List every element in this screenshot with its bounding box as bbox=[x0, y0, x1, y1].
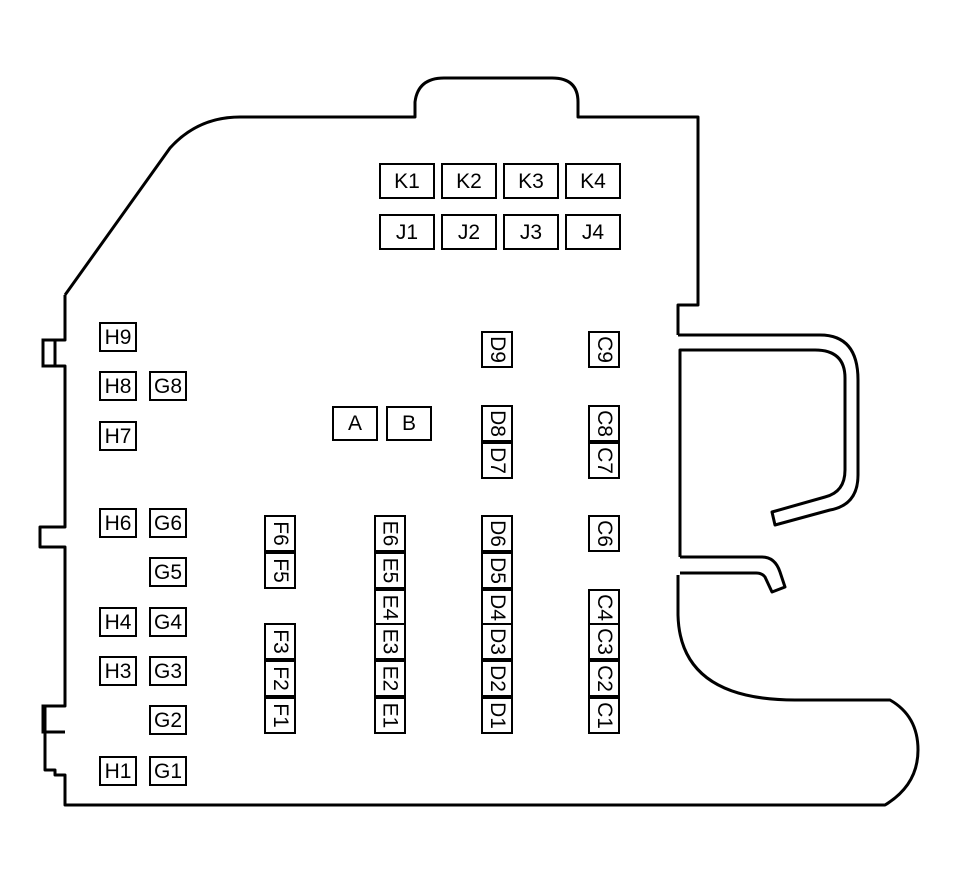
fuse-g5: G5 bbox=[149, 557, 187, 587]
fuse-k3: K3 bbox=[503, 163, 559, 199]
fuse-d9: D9 bbox=[481, 331, 513, 368]
fuse-k1: K1 bbox=[379, 163, 435, 199]
fuse-d2: D2 bbox=[481, 660, 513, 697]
fuse-g8: G8 bbox=[149, 371, 187, 401]
relay-b: B bbox=[386, 406, 432, 441]
fuse-j1: J1 bbox=[379, 214, 435, 250]
fuse-d8: D8 bbox=[481, 405, 513, 442]
fuse-c3: C3 bbox=[588, 623, 620, 660]
hook-lower bbox=[680, 555, 787, 594]
fuse-h1: H1 bbox=[99, 756, 137, 786]
fuse-j3: J3 bbox=[503, 214, 559, 250]
fuse-c8: C8 bbox=[588, 405, 620, 442]
fuse-k4: K4 bbox=[565, 163, 621, 199]
fuse-f5: F5 bbox=[264, 552, 296, 589]
notch-top-left bbox=[41, 338, 65, 368]
fuse-g4: G4 bbox=[149, 607, 187, 637]
fuse-f3: F3 bbox=[264, 623, 296, 660]
fuse-h3: H3 bbox=[99, 656, 137, 686]
hook-upper bbox=[678, 333, 860, 557]
fuse-d1: D1 bbox=[481, 697, 513, 734]
fuse-e2: E2 bbox=[374, 660, 406, 697]
fuse-j4: J4 bbox=[565, 214, 621, 250]
fuse-d3: D3 bbox=[481, 623, 513, 660]
fuse-f1: F1 bbox=[264, 697, 296, 734]
fuse-h8: H8 bbox=[99, 371, 137, 401]
fuse-e3: E3 bbox=[374, 623, 406, 660]
fuse-e6: E6 bbox=[374, 515, 406, 552]
fuse-h6: H6 bbox=[99, 508, 137, 538]
fuse-e4: E4 bbox=[374, 589, 406, 626]
fuse-c9: C9 bbox=[588, 331, 620, 368]
fuse-c2: C2 bbox=[588, 660, 620, 697]
fuse-c4: C4 bbox=[588, 589, 620, 626]
housing-outline bbox=[63, 76, 700, 335]
fuse-e1: E1 bbox=[374, 697, 406, 734]
fuse-d4: D4 bbox=[481, 589, 513, 626]
fuse-f2: F2 bbox=[264, 660, 296, 697]
fuse-g6: G6 bbox=[149, 508, 187, 538]
fuse-c6: C6 bbox=[588, 515, 620, 552]
fuse-h4: H4 bbox=[99, 607, 137, 637]
fuse-c1: C1 bbox=[588, 697, 620, 734]
fuse-h7: H7 bbox=[99, 421, 137, 451]
fuse-k2: K2 bbox=[441, 163, 497, 199]
fuse-c7: C7 bbox=[588, 442, 620, 479]
fuse-g1: G1 bbox=[149, 756, 187, 786]
fuse-f6: F6 bbox=[264, 515, 296, 552]
fuse-e5: E5 bbox=[374, 552, 406, 589]
fuse-d5: D5 bbox=[481, 552, 513, 589]
fuse-g3: G3 bbox=[149, 656, 187, 686]
notch-bottom-left bbox=[41, 704, 65, 734]
relay-a: A bbox=[332, 406, 378, 441]
fuse-j2: J2 bbox=[441, 214, 497, 250]
fuse-g2: G2 bbox=[149, 705, 187, 735]
fuse-d7: D7 bbox=[481, 442, 513, 479]
fuse-h9: H9 bbox=[99, 322, 137, 352]
fuse-d6: D6 bbox=[481, 515, 513, 552]
